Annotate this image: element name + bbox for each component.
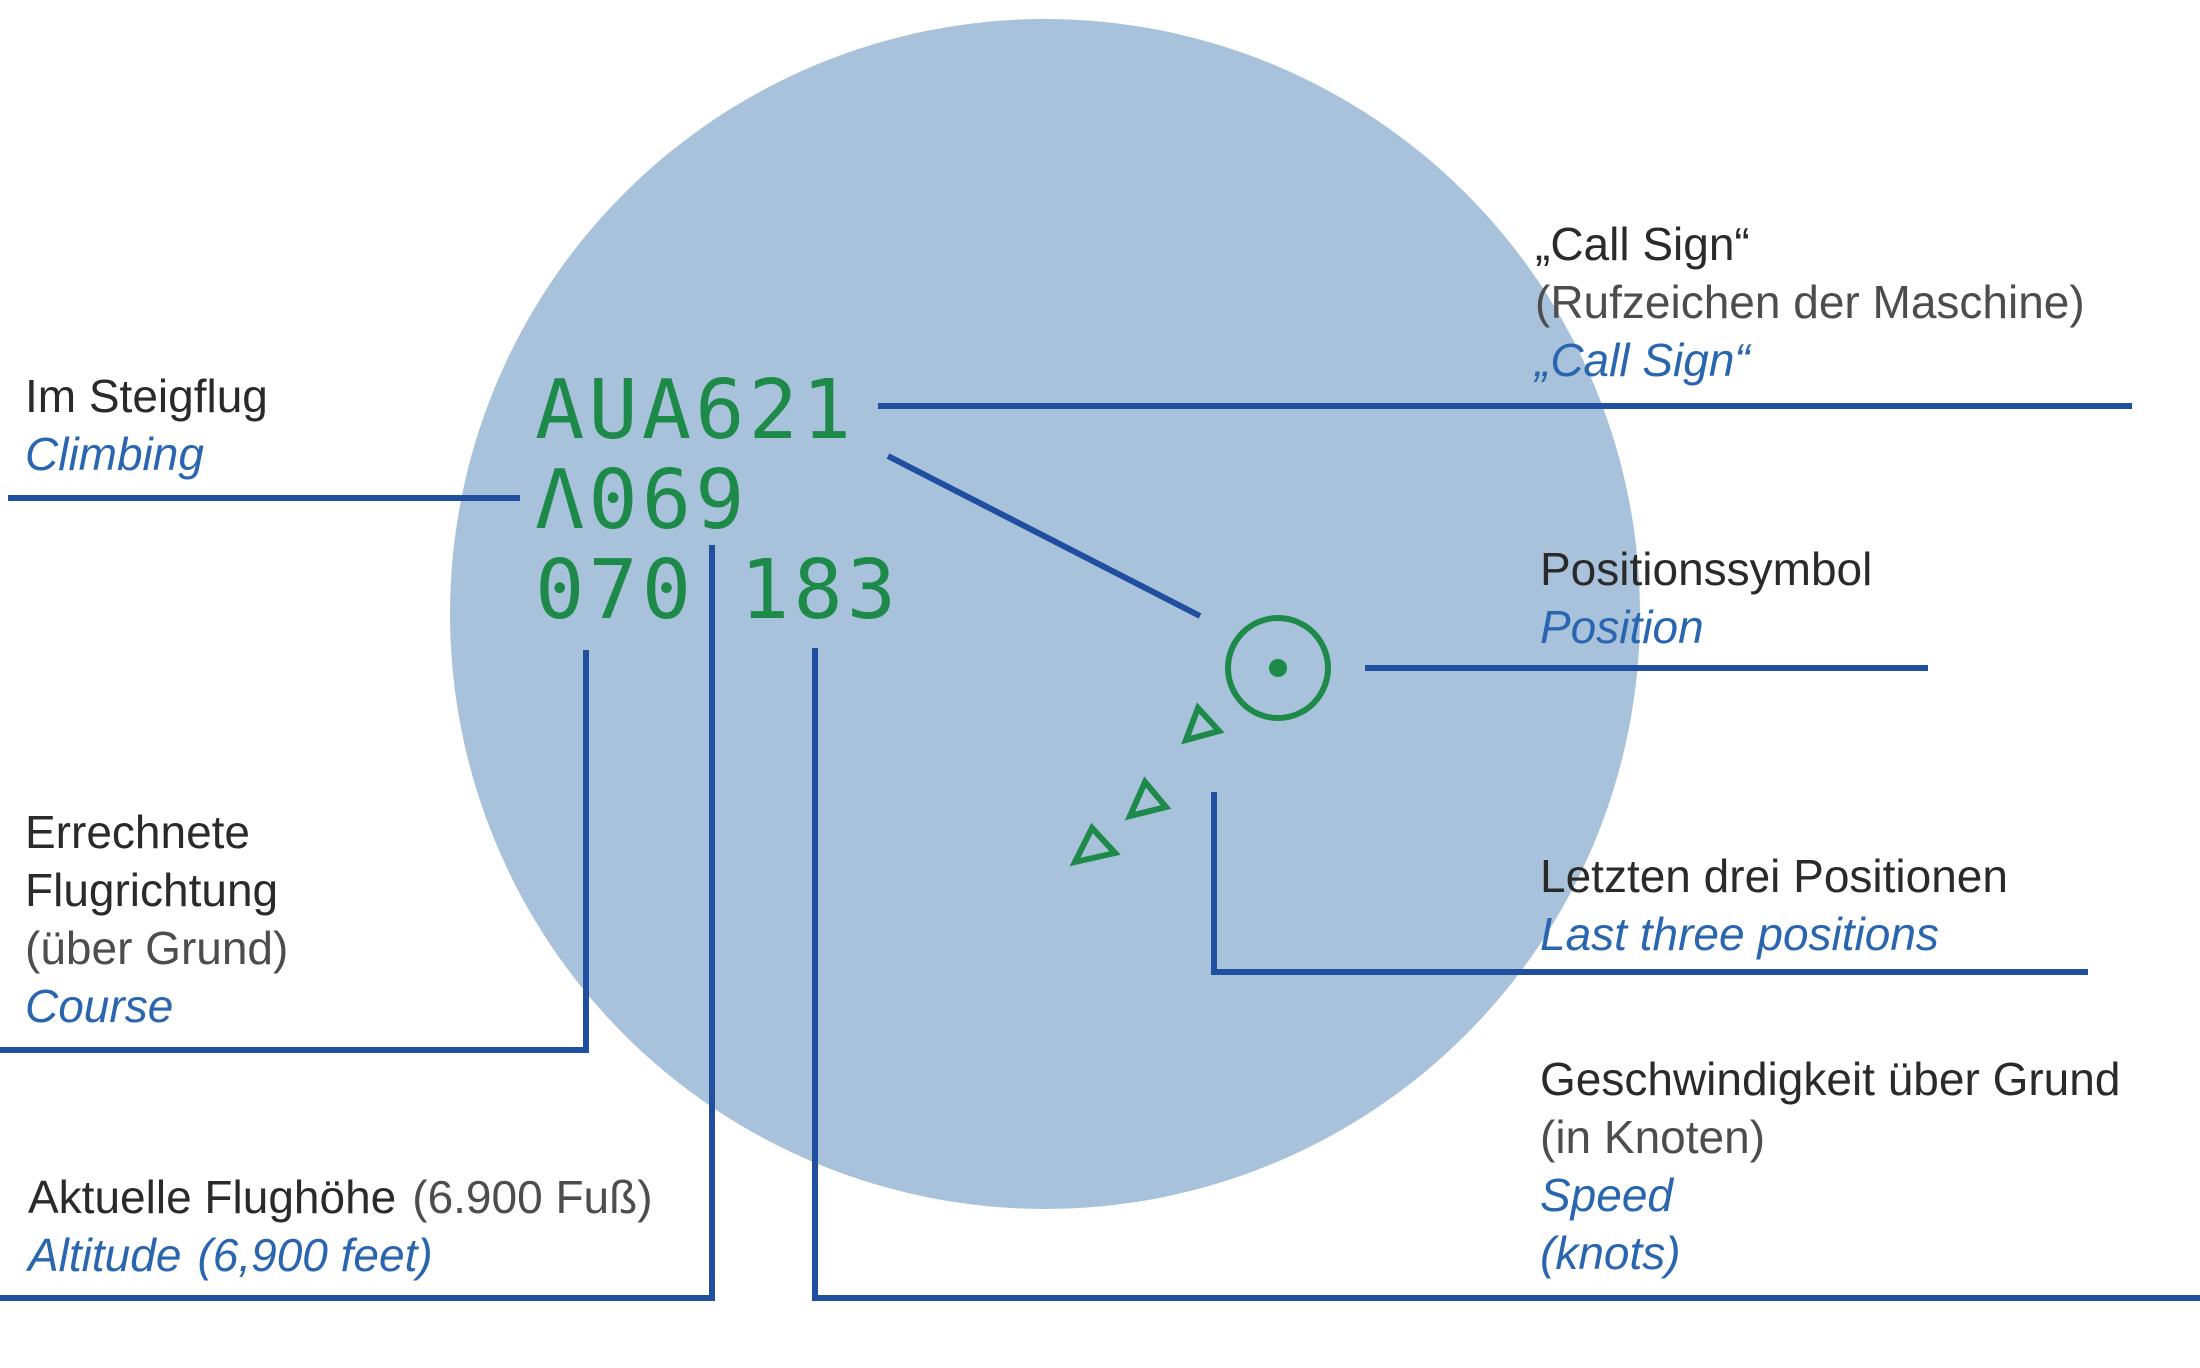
- course-readout: 070: [535, 543, 695, 638]
- altitude-note-en: (6,900 feet): [197, 1229, 432, 1281]
- climbing-label-de: Im Steigflug: [25, 370, 268, 422]
- climbing-label-en: Climbing: [25, 428, 204, 480]
- speed-note-de: (in Knoten): [1540, 1111, 1765, 1163]
- radar-scope-circle: [450, 19, 1640, 1209]
- callsign-label-de: „Call Sign“: [1535, 218, 1750, 270]
- last-positions-label-de: Letzten drei Positionen: [1540, 850, 2008, 902]
- position-label-en: Position: [1540, 601, 1704, 653]
- previous-position-triangle-icon: [1124, 776, 1172, 821]
- course-label-de-1: Errechnete: [25, 806, 250, 858]
- course-label-de-2: Flugrichtung: [25, 864, 278, 916]
- altitude-leader-line: [0, 545, 715, 1301]
- last-positions-leader-line: [1211, 792, 2088, 975]
- altitude-line-de: Aktuelle Flughöhe (6.900 Fuß): [28, 1171, 653, 1223]
- speed-note-en: (knots): [1540, 1227, 1681, 1279]
- callsign-readout: AUA621: [535, 363, 855, 458]
- position-connector-line: [886, 453, 1202, 619]
- course-leader-line: [0, 650, 589, 1053]
- speed-readout: 183: [740, 543, 900, 638]
- course-note-de: (über Grund): [25, 922, 288, 974]
- altitude-label-en: Altitude: [25, 1229, 181, 1281]
- speed-label-de: Geschwindigkeit über Grund: [1540, 1053, 2120, 1105]
- speed-leader-line: [812, 648, 2200, 1301]
- position-label-de: Positionssymbol: [1540, 543, 1872, 595]
- previous-position-triangle-icon: [1069, 822, 1121, 867]
- last-positions-label-en: Last three positions: [1540, 908, 1939, 960]
- callsign-note-de: (Rufzeichen der Maschine): [1535, 276, 2085, 328]
- previous-position-triangle-icon: [1181, 702, 1225, 745]
- course-label-en: Course: [25, 980, 173, 1032]
- speed-label-en: Speed: [1540, 1169, 1674, 1221]
- altitude-label-de: Aktuelle Flughöhe: [28, 1171, 396, 1223]
- position-symbol-icon: [1225, 615, 1331, 721]
- altitude-readout: Λ069: [535, 453, 748, 548]
- altitude-note-de: (6.900 Fuß): [412, 1171, 652, 1223]
- callsign-label-en: „Call Sign“: [1533, 334, 1752, 386]
- altitude-line-en: Altitude (6,900 feet): [25, 1229, 433, 1281]
